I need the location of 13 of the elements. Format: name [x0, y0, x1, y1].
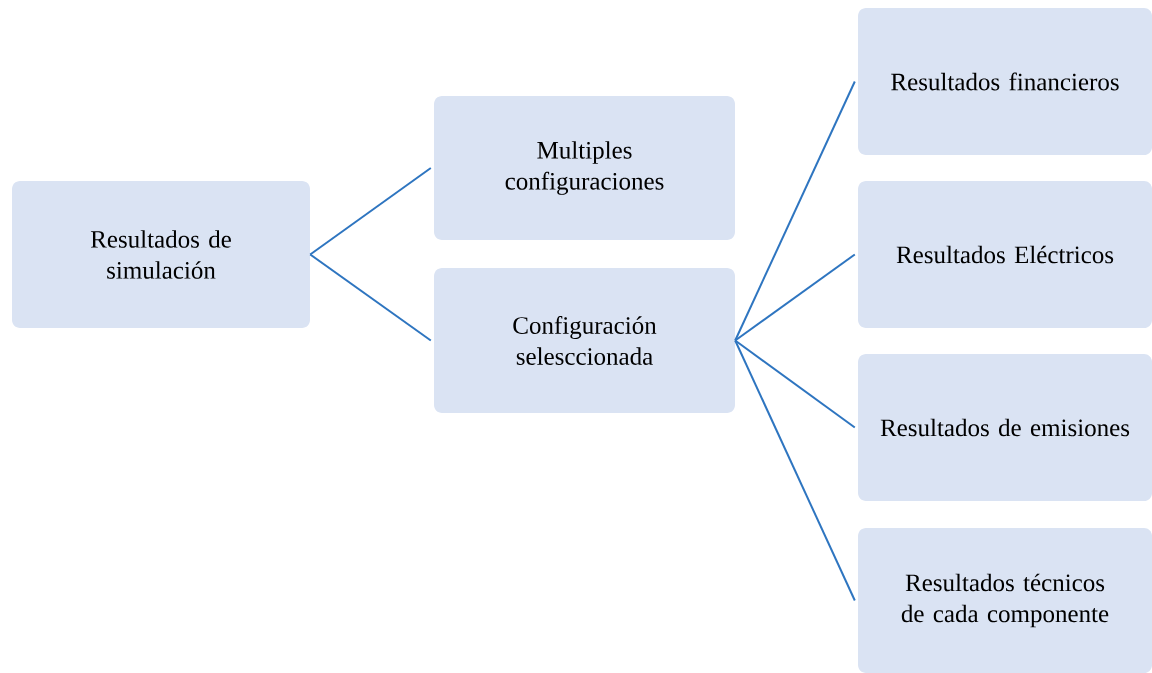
- process-box: Configuración selesccionada: [434, 268, 735, 413]
- connector-line: [734, 339, 856, 429]
- connector-line: [309, 253, 432, 342]
- process-box: Resultados de emisiones: [858, 354, 1152, 501]
- process-box: Resultados de simulación: [12, 181, 310, 328]
- process-box: Resultados financieros: [858, 8, 1152, 155]
- connector-line: [734, 80, 856, 342]
- process-box: Resultados técnicos de cada componente: [858, 528, 1152, 673]
- connector-line: [734, 339, 856, 602]
- process-box: Multiples configuraciones: [434, 96, 735, 240]
- connector-line: [309, 167, 432, 256]
- connector-line: [734, 253, 856, 342]
- process-box: Resultados Eléctricos: [858, 181, 1152, 328]
